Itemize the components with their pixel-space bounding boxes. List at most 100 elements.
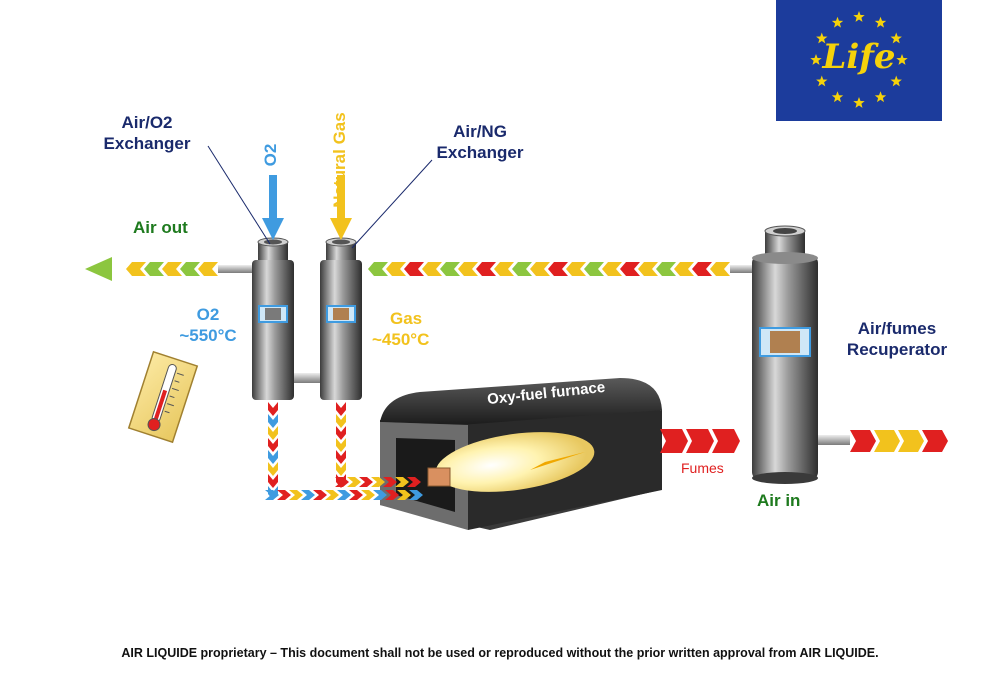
flow-chevron: [660, 429, 688, 453]
flow-chevron: [494, 262, 514, 276]
flow-chevron: [874, 430, 900, 452]
flow-chevron: [674, 262, 694, 276]
flow-chevron: [386, 262, 406, 276]
gas-temperature-label-line2: ~450°C: [372, 330, 430, 349]
air-ng-exchanger: [320, 237, 362, 400]
air-o2-exchanger-label-line1: Air/O2: [121, 113, 173, 132]
flow-chevron: [336, 450, 346, 464]
air-ng-exchanger-label-line2: Exchanger: [436, 143, 524, 162]
air-fumes-recuperator: [752, 225, 818, 484]
gas-temperature-label-line1: Gas: [390, 309, 423, 328]
flow-chevron: [638, 262, 658, 276]
eu-star-icon: [831, 16, 844, 28]
eu-star-icon: [831, 91, 844, 103]
o2-temperature-label: O2 ~550°C: [168, 304, 248, 346]
gas-temperature-label: Gas ~450°C: [372, 308, 429, 350]
fumes-label: Fumes: [681, 460, 724, 476]
flow-chevron: [313, 490, 327, 500]
flow-chevron: [336, 462, 346, 476]
flow-chevron: [268, 414, 278, 428]
eu-star-icon: [810, 54, 822, 65]
air-ng-exchanger-label: Air/NG Exchanger: [420, 121, 540, 163]
life-logo-text: Life: [822, 37, 896, 77]
flow-chevron: [850, 430, 876, 452]
flow-chevron: [347, 477, 361, 487]
flow-chevron: [265, 490, 279, 500]
eu-star-icon: [816, 32, 828, 44]
flow-chevron: [180, 262, 200, 276]
eu-star-icon: [890, 75, 902, 87]
flow-chevron: [336, 414, 346, 428]
air-out-stub: [218, 265, 258, 273]
flow-chevron: [268, 474, 278, 488]
air-ng-leader-line: [351, 159, 433, 249]
air-ng-exchanger-label-line1: Air/NG: [453, 122, 507, 141]
thermometer-icon: [127, 350, 199, 444]
flow-chevron: [385, 490, 399, 500]
flow-chevron: [268, 438, 278, 452]
flow-chevron: [686, 429, 714, 453]
air-o2-exchanger-label: Air/O2 Exchanger: [92, 112, 202, 154]
recuperator-label: Air/fumes Recuperator: [832, 318, 962, 360]
flow-chevron: [361, 490, 375, 500]
flow-chevron: [710, 262, 730, 276]
exchanger-connector: [287, 373, 327, 383]
flow-chevron: [325, 490, 339, 500]
eu-flag-icon: [776, 0, 942, 121]
air-o2-exchanger: [252, 237, 294, 400]
flow-chevron: [602, 262, 622, 276]
proprietary-footer: AIR LIQUIDE proprietary – This document …: [121, 646, 879, 660]
flow-chevron: [336, 402, 346, 416]
air-out-arrowhead: [85, 257, 112, 281]
recuperator-top-stub: [730, 265, 756, 273]
flow-chevron: [268, 462, 278, 476]
flow-chevron: [458, 262, 478, 276]
flame-icon: [435, 432, 595, 492]
o2-feed-arrow: [262, 175, 284, 240]
eu-star-icon: [874, 91, 887, 103]
flow-chevron: [349, 490, 363, 500]
flow-chevron: [476, 262, 496, 276]
flow-chevron: [397, 490, 411, 500]
flow-chevron: [383, 477, 397, 487]
flow-chevron: [337, 490, 351, 500]
flow-chevron: [566, 262, 586, 276]
eu-star-icon: [874, 16, 887, 28]
flow-chevron: [422, 262, 442, 276]
flow-chevron: [404, 262, 424, 276]
flow-chevron: [144, 262, 164, 276]
flow-pipes: [85, 257, 948, 500]
flow-chevron: [898, 430, 924, 452]
flow-chevron: [409, 490, 423, 500]
o2-temperature-label-line2: ~550°C: [179, 326, 237, 345]
flow-chevron: [922, 430, 948, 452]
flow-chevron: [548, 262, 568, 276]
natural-gas-stream-label: Natural Gas: [330, 112, 349, 208]
recuperator-label-line2: Recuperator: [846, 340, 948, 359]
flow-chevron: [368, 262, 388, 276]
flow-chevron: [395, 477, 409, 487]
eu-star-icon: [890, 32, 902, 44]
recuperator-side-stub: [805, 435, 850, 445]
natural-gas-feed-arrow: [330, 175, 352, 240]
eu-life-logo: Life: [776, 0, 942, 121]
flow-chevron: [371, 477, 385, 487]
flow-chevron: [289, 490, 303, 500]
flow-chevron: [198, 262, 218, 276]
o2-stream-label: O2: [261, 143, 280, 167]
flow-chevron: [620, 262, 640, 276]
flow-chevron: [336, 426, 346, 440]
air-o2-leader-line: [207, 145, 271, 245]
flow-chevron: [268, 426, 278, 440]
flow-chevron: [277, 490, 291, 500]
flow-chevron: [373, 490, 387, 500]
o2-temperature-label-line1: O2: [196, 305, 220, 324]
recuperator-label-line1: Air/fumes: [857, 319, 937, 338]
flow-chevron: [407, 477, 421, 487]
flow-chevron: [359, 477, 373, 487]
oxy-fuel-furnace: [380, 378, 662, 530]
air-o2-exchanger-label-line2: Exchanger: [103, 134, 191, 153]
flow-chevron: [162, 262, 182, 276]
flow-chevron: [440, 262, 460, 276]
